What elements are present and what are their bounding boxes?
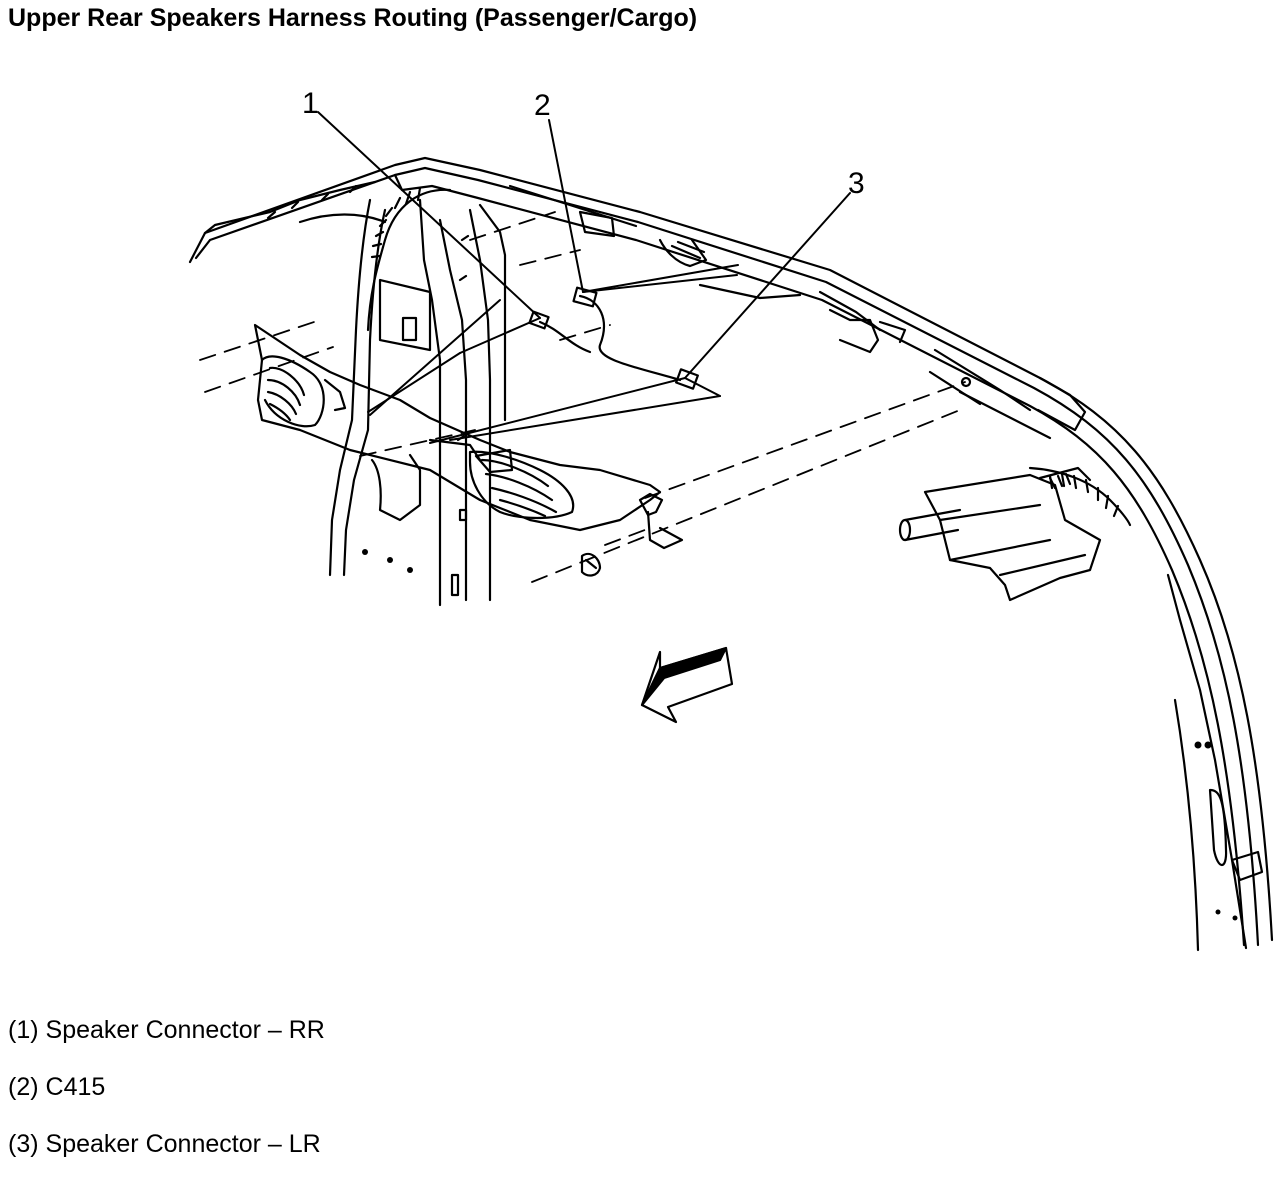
- diagram-title: Upper Rear Speakers Harness Routing (Pas…: [8, 4, 698, 32]
- leader-lines: [317, 111, 851, 444]
- projection-lines: [199, 211, 966, 583]
- callout-2: 2: [534, 89, 551, 122]
- harness-routing-illustration: 1 2 3: [188, 87, 1274, 952]
- right-lower-bracket: [898, 466, 1102, 602]
- callout-numbers: 1 2 3: [302, 87, 865, 200]
- legend-item-1: (1) Speaker Connector – RR: [8, 1010, 325, 1067]
- retainer-clip: [580, 552, 602, 577]
- forward-direction-arrow-icon: [640, 646, 734, 724]
- callout-1: 1: [302, 87, 319, 120]
- callout-legend: (1) Speaker Connector – RR (2) C415 (3) …: [8, 1010, 325, 1181]
- roof-rail: [188, 156, 1274, 952]
- legend-ref: (1): [8, 1016, 39, 1044]
- legend-ref: (3): [8, 1130, 39, 1158]
- legend-label: Speaker Connector – LR: [45, 1130, 321, 1158]
- roof-brackets: [578, 210, 1052, 440]
- legend-ref: (2): [8, 1073, 39, 1101]
- legend-label: C415: [45, 1073, 106, 1101]
- legend-label: Speaker Connector – RR: [45, 1016, 325, 1044]
- connectors: [528, 286, 699, 390]
- callout-3: 3: [848, 167, 865, 200]
- harness-conduit: [366, 186, 1132, 527]
- left-roof-bow: [203, 180, 387, 235]
- legend-item-2: (2) C415: [8, 1067, 325, 1124]
- legend-item-3: (3) Speaker Connector – LR: [8, 1124, 325, 1181]
